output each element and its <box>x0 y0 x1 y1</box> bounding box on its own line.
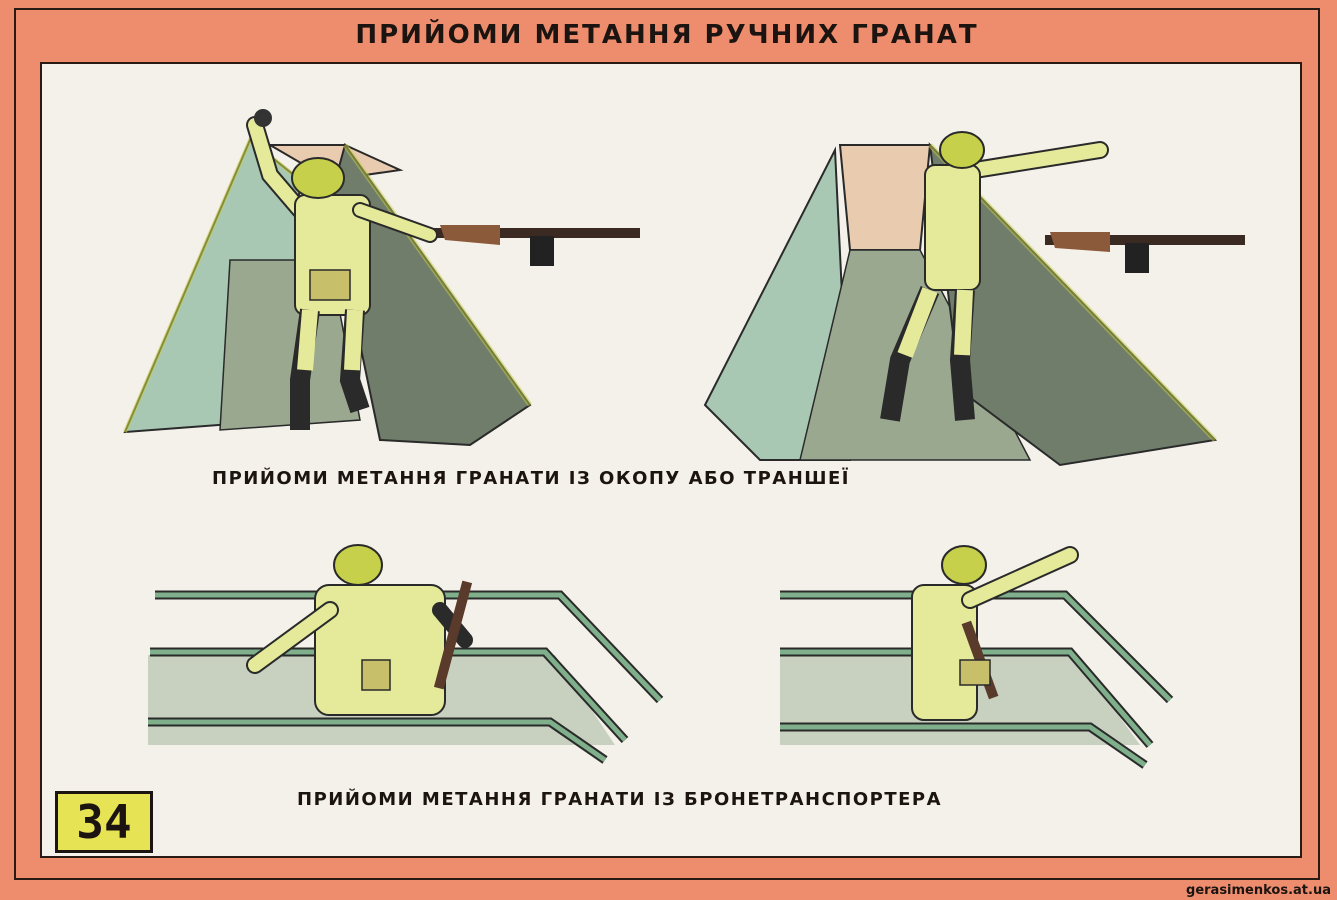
caption-trench-throw: ПРИЙОМИ МЕТАННЯ ГРАНАТИ ІЗ ОКОПУ АБО ТРА… <box>212 468 850 489</box>
watermark-text: gerasimenkos.at.ua <box>1186 883 1331 898</box>
rifle-right <box>1045 232 1245 273</box>
caption-apc-throw: ПРИЙОМИ МЕТАННЯ ГРАНАТИ ІЗ БРОНЕТРАНСПОР… <box>297 789 943 810</box>
rifle-left <box>430 225 640 266</box>
grenade-icon <box>254 109 272 127</box>
soldier-underhand-throw <box>246 544 473 716</box>
trench-scene-left <box>123 109 640 447</box>
soldier-arm-extended <box>880 131 1109 422</box>
page-number-box: 34 <box>55 791 153 853</box>
poster-title: ПРИЙОМИ МЕТАННЯ РУЧНИХ ГРАНАТ <box>355 20 979 50</box>
trench-scene-right <box>703 131 1245 467</box>
soldier-throwing-overhead <box>246 109 438 430</box>
title-band: ПРИЙОМИ МЕТАННЯ РУЧНИХ ГРАНАТ <box>16 10 1318 60</box>
outer-border <box>14 8 1320 880</box>
apc-scene-right <box>780 545 1174 769</box>
soldier-overhand-throw <box>911 545 1079 721</box>
page-number: 34 <box>76 795 132 849</box>
apc-scene-left <box>148 544 664 764</box>
